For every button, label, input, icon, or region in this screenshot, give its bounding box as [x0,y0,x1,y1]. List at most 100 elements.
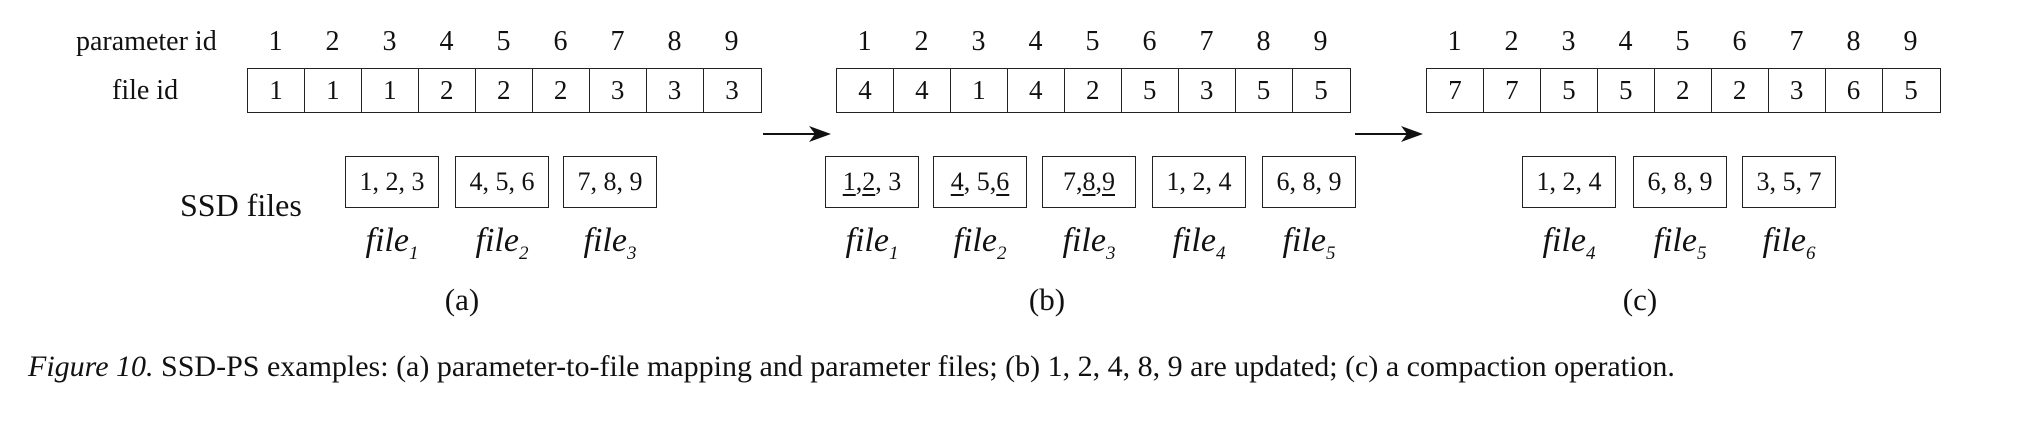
file-id-cell: 5 [1598,69,1655,112]
file-id-cell: 5 [1236,69,1293,112]
file-id-cell: 5 [1904,75,1918,105]
ssd-file-name: file1 [339,222,445,265]
file-id-cell: 1 [951,69,1008,112]
arrow-right-icon [1355,126,1423,142]
file-index: 4 [1585,243,1596,264]
ssd-file-name: file3 [557,222,663,265]
parameter-id-number: 3 [382,26,397,57]
panel-label: (b) [1028,282,1066,317]
file-id-cell: 2 [476,69,533,112]
parameter-id-number: 6 [553,26,568,57]
file-index: 5 [1325,243,1336,264]
ssd-file-name: file2 [927,222,1033,265]
ssd-file-box: 1, 2, 3 [345,156,439,208]
file-id-cell: 4 [894,69,951,112]
file-index: 6 [1805,243,1816,264]
file-id-cell: 7 [1427,69,1484,112]
file-id-cell: 1 [305,69,362,112]
arrow-right-icon [763,126,831,142]
parameter-id-number: 4 [439,26,454,57]
parameter-id-number: 5 [1085,26,1100,57]
updated-parameter: 1 [842,167,856,196]
updated-parameter: 2 [862,167,876,196]
ssd-file-name: file3 [1036,222,1142,265]
ssd-file-box: 1, 2, 4 [1522,156,1616,208]
file-id-cell: 2 [1712,69,1769,112]
ssd-file-box: 1, 2, 4 [1152,156,1246,208]
ssd-file-box: 7, 8, 9 [1042,156,1136,208]
parameter-id-number: 2 [914,26,929,57]
file-id-cell: 2 [1655,69,1712,112]
parameter-id-number: 9 [724,26,739,57]
parameter-id-number: 8 [1846,26,1861,57]
ssd-file-name: file4 [1516,222,1622,265]
file-index: 1 [408,243,419,264]
parameter-id-number: 8 [1256,26,1271,57]
parameter-id-number: 1 [268,26,283,57]
file-id-cell: 3 [725,75,739,105]
parameter-id-number: 4 [1618,26,1633,57]
caption-text: SSD-PS examples: (a) parameter-to-file m… [161,350,1675,383]
file-name-text: file [1653,222,1697,259]
file-index: 2 [518,243,529,264]
file-id-cell: 3 [590,69,647,112]
panel-label: (a) [444,282,480,317]
file-name-text: file [1542,222,1586,259]
parameter-list-text: , [855,167,863,196]
parameter-list-text: , 5, [963,167,997,196]
parameter-list-text: 6, 8, 9 [1276,167,1342,196]
parameter-list-text: 1, 2, 3 [359,167,425,196]
file-id-cell: 2 [419,69,476,112]
parameter-id-number: 6 [1732,26,1747,57]
updated-parameter: 4 [950,167,964,196]
file-name-text: file [1062,222,1106,259]
file-index: 3 [626,243,637,264]
file-id-cell: 6 [1826,69,1883,112]
file-index: 3 [1105,243,1116,264]
ssd-file-name: file2 [449,222,555,265]
parameter-id-number: 3 [971,26,986,57]
file-index: 1 [888,243,899,264]
file-id-cell: 4 [1008,69,1065,112]
parameter-list-text: 4, 5, 6 [469,167,535,196]
ssd-file-box: 6, 8, 9 [1262,156,1356,208]
parameter-id-number: 7 [1789,26,1804,57]
file-name-text: file [475,222,519,259]
file-name-text: file [1172,222,1216,259]
updated-parameter: 8 [1082,167,1096,196]
file-id-cell: 5 [1541,69,1598,112]
file-id-cell: 7 [1484,69,1541,112]
file-id-cell: 3 [647,69,704,112]
parameter-id-label: parameter id [76,26,217,57]
file-name-text: file [953,222,997,259]
updated-parameter: 6 [996,167,1010,196]
parameter-id-number: 1 [857,26,872,57]
file-id-cell: 4 [837,69,894,112]
file-id-label: file id [112,75,179,106]
ssd-file-name: file5 [1256,222,1362,265]
file-id-cell: 2 [1065,69,1122,112]
parameter-list-text: , [1095,167,1103,196]
parameter-id-number: 2 [1504,26,1519,57]
parameter-list-text: 1, 2, 4 [1166,167,1232,196]
file-id-cell: 5 [1122,69,1179,112]
ssd-files-label: SSD files [180,187,302,223]
caption-figure-label: Figure 10. [28,350,154,383]
file-id-cell: 2 [533,69,590,112]
parameter-list-text: , 3 [875,167,902,196]
ssd-file-name: file4 [1146,222,1252,265]
parameter-id-number: 9 [1903,26,1918,57]
parameter-list-text: 7, 8, 9 [577,167,643,196]
parameter-list-text: 3, 5, 7 [1756,167,1822,196]
parameter-id-number: 1 [1447,26,1462,57]
file-index: 5 [1696,243,1707,264]
ssd-file-box: 6, 8, 9 [1633,156,1727,208]
parameter-id-number: 8 [667,26,682,57]
ssd-file-box: 3, 5, 7 [1742,156,1836,208]
file-name-text: file [583,222,627,259]
ssd-file-box: 4, 5, 6 [455,156,549,208]
ssd-file-name: file5 [1627,222,1733,265]
